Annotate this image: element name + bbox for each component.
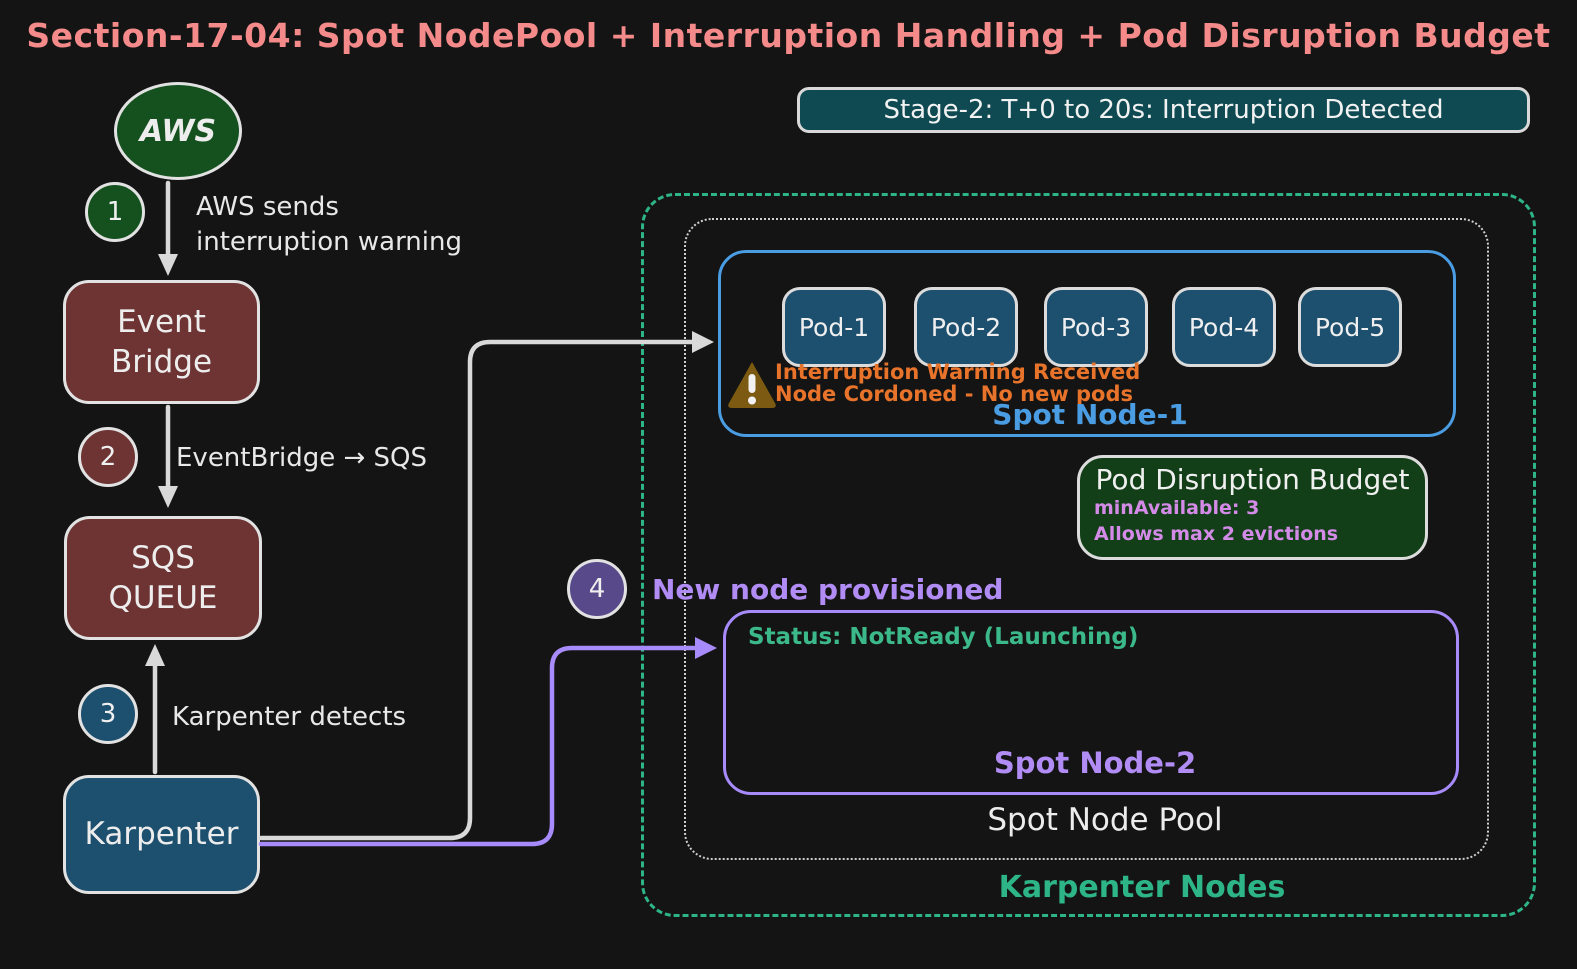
karpenter-nodes-label: Karpenter Nodes <box>998 870 1286 905</box>
karpenter-node: Karpenter <box>63 775 260 894</box>
spot-node-1-label: Spot Node-1 <box>992 398 1188 431</box>
step-1-badge: 1 <box>85 182 145 242</box>
step-2-badge: 2 <box>78 427 138 487</box>
page-title: Section-17-04: Spot NodePool + Interrupt… <box>26 16 1551 55</box>
pod-3: Pod-3 <box>1044 287 1148 367</box>
pdb-min-available: minAvailable: 3 <box>1094 497 1260 519</box>
warning-icon <box>725 358 779 416</box>
pdb-evictions: Allows max 2 evictions <box>1094 522 1339 545</box>
pod-4: Pod-4 <box>1172 287 1276 367</box>
spot-node-2-box <box>723 610 1459 795</box>
pod-1: Pod-1 <box>782 287 886 367</box>
step-1-label: AWS sends interruption warning <box>196 192 462 258</box>
spot-node-1-box <box>718 250 1456 437</box>
node1-warning-line1: Interruption Warning Received <box>775 360 1141 384</box>
pod-disruption-budget-box: Pod Disruption Budget minAvailable: 3 Al… <box>1077 455 1428 560</box>
step-4-badge: 4 <box>567 559 627 619</box>
spot-node-pool-label: Spot Node Pool <box>987 802 1223 838</box>
pdb-title: Pod Disruption Budget <box>1095 463 1410 496</box>
arrowhead-to-eventbridge <box>158 254 178 276</box>
arrow-karpenter-to-node1 <box>258 339 697 841</box>
step-2-label: EventBridge → SQS <box>176 443 428 473</box>
node1-warning-line2: Node Cordoned - No new pods <box>775 382 1134 406</box>
pod-5: Pod-5 <box>1298 287 1402 367</box>
pod-2: Pod-2 <box>914 287 1018 367</box>
step-3-badge: 3 <box>78 684 138 744</box>
spot-node-2-label: Spot Node-2 <box>993 746 1197 780</box>
arrow-karpenter-to-node2 <box>258 645 700 847</box>
step-3-label: Karpenter detects <box>172 702 407 732</box>
aws-node: AWS <box>114 82 242 180</box>
arrowhead-to-sqs <box>158 486 178 508</box>
eventbridge-node: Event Bridge <box>63 280 260 404</box>
arrowhead-to-sqs-up <box>145 644 165 666</box>
stage-banner: Stage-2: T+0 to 20s: Interruption Detect… <box>797 87 1530 133</box>
spot-node-2-status: Status: NotReady (Launching) <box>748 624 1139 650</box>
sqs-queue-node: SQS QUEUE <box>64 516 262 640</box>
step-4-label: New node provisioned <box>652 573 1004 606</box>
